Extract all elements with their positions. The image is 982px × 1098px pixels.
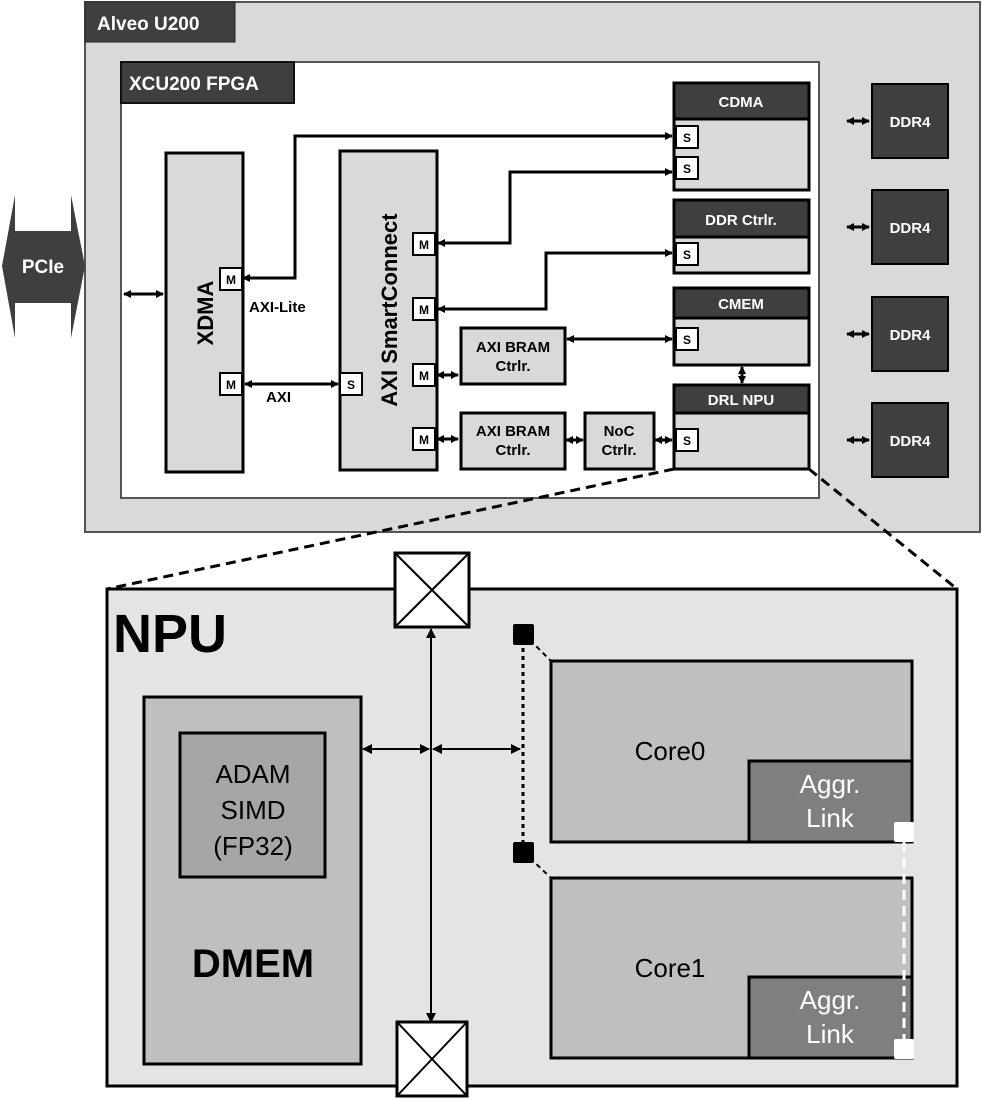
smartconnect-port-label: M — [419, 433, 429, 447]
drl-npu-slave-port — [675, 428, 699, 452]
cdma-title: CDMA — [719, 94, 764, 111]
ddr4-bank: DDR4 — [846, 402, 949, 478]
fpga-title-tab — [120, 61, 295, 104]
axi-lite-label: AXI-Lite — [249, 299, 306, 316]
smartconnect-cdma-link — [437, 168, 673, 247]
axi-lite-link — [242, 132, 673, 282]
ddr-ctrl-slave-port — [675, 242, 699, 266]
cmem-port-label: S — [683, 333, 691, 347]
ddr4-chip — [871, 296, 949, 372]
cdma-port-label: S — [683, 162, 691, 176]
smartconnect-slave-port — [339, 372, 363, 396]
core0-aggr-link — [747, 759, 914, 844]
pcie-label: PCIe — [22, 257, 64, 278]
core0-aggr-node — [894, 822, 914, 842]
bram1-line1: AXI BRAM — [476, 339, 550, 356]
ddr4-chip — [871, 402, 949, 478]
core1-aggr-node — [894, 1039, 914, 1059]
axi-label: AXI — [266, 389, 291, 406]
ddr-ctrl-header — [672, 198, 811, 239]
crossbar-top — [393, 551, 471, 629]
ddr4-chip — [871, 83, 949, 159]
ddr-ctrl-port-label: S — [683, 248, 691, 262]
noc-line2: Ctrlr. — [601, 442, 636, 459]
cdma-slave-port — [675, 125, 699, 149]
drl-npu-header — [672, 383, 811, 415]
bram2-line1: AXI BRAM — [476, 423, 550, 440]
core1-dispatch-node — [513, 842, 534, 863]
core1-aggr-line1: Aggr. — [800, 985, 861, 1015]
drl-npu-title: DRL NPU — [708, 392, 774, 409]
cmem-slave-port — [675, 327, 699, 351]
xdma-label: XDMA — [193, 281, 218, 346]
smartconnect-master-port — [412, 232, 436, 256]
bram1-line2: Ctrlr. — [495, 358, 530, 375]
ddr4-label: DDR4 — [890, 114, 931, 131]
dmem-label: DMEM — [192, 942, 314, 986]
axi-bram-ctrl-1 — [459, 326, 567, 386]
xdma-master-port-axi — [219, 372, 243, 396]
core1-aggr-line2: Link — [806, 1019, 855, 1049]
adam-line3: (FP32) — [213, 831, 292, 861]
adam-simd-block — [178, 731, 327, 879]
smartconnect-block — [338, 149, 439, 472]
adam-line1: ADAM — [215, 759, 290, 789]
ddr4-bank: DDR4 — [846, 83, 949, 159]
noc-line1: NoC — [604, 423, 635, 440]
cdma-slave-port — [675, 156, 699, 180]
core0-aggr-line1: Aggr. — [800, 769, 861, 799]
smartconnect-slave-label: S — [347, 378, 355, 392]
drl-npu-port-label: S — [683, 434, 691, 448]
xdma-port-label: M — [226, 273, 236, 287]
core0-dispatch-node — [513, 624, 534, 645]
smartconnect-port-label: M — [419, 369, 429, 383]
fpga-title: XCU200 FPGA — [129, 74, 259, 95]
bram2-line2: Ctrlr. — [495, 442, 530, 459]
alveo-title: Alveo U200 — [97, 14, 199, 35]
axi-bram-ctrl-2 — [459, 411, 567, 471]
core0-label: Core0 — [635, 736, 706, 766]
core1-label: Core1 — [635, 953, 706, 983]
ddr-ctrl-title: DDR Ctrlr. — [705, 212, 777, 229]
pcie-connector — [2, 195, 85, 338]
core0-aggr-line2: Link — [806, 803, 855, 833]
cdma-header — [672, 81, 811, 121]
smartconnect-port-label: M — [419, 238, 429, 252]
smartconnect-master-port — [412, 297, 436, 321]
ddr4-label: DDR4 — [890, 433, 931, 450]
adam-line2: SIMD — [221, 795, 286, 825]
cdma-port-label: S — [683, 131, 691, 145]
zoom-guide-left — [106, 467, 675, 591]
cmem-title: CMEM — [718, 296, 764, 313]
xdma-port-label: M — [226, 378, 236, 392]
smartconnect-ddrctrl-link — [437, 249, 673, 313]
smartconnect-label: AXI SmartConnect — [377, 213, 402, 407]
ddr4-label: DDR4 — [890, 220, 931, 237]
alveo-title-tab — [84, 1, 236, 43]
ddr4-bank: DDR4 — [846, 189, 949, 265]
cmem-header — [672, 286, 811, 320]
ddr4-bank: DDR4 — [846, 296, 949, 372]
xdma-block — [164, 151, 245, 474]
smartconnect-master-port — [412, 427, 436, 451]
crossbar-bottom — [395, 1020, 469, 1098]
core1-aggr-link — [747, 975, 914, 1060]
smartconnect-master-port — [412, 363, 436, 387]
noc-ctrl — [583, 411, 656, 471]
smartconnect-port-label: M — [419, 303, 429, 317]
ddr4-chip — [871, 189, 949, 265]
npu-title: NPU — [113, 604, 227, 664]
ddr4-label: DDR4 — [890, 327, 931, 344]
